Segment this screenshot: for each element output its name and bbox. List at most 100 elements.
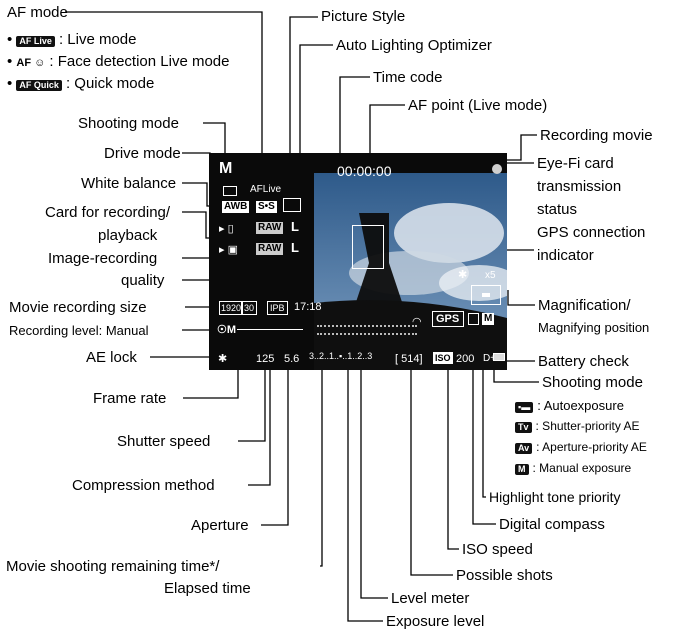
label-possible-shots: Possible shots <box>456 567 553 584</box>
fps-icon: 30 <box>241 301 258 315</box>
af-face-text: : Face detection Live mode <box>49 53 230 70</box>
m-mode-key-icon: M <box>515 464 529 475</box>
af-quick-key-icon: AF Quick <box>16 80 62 91</box>
af-point-frame <box>352 225 384 269</box>
level-meter-l <box>317 325 417 329</box>
label-rec-level: Recording level: Manual <box>9 323 149 338</box>
auto-exposure-text: : Autoexposure <box>537 398 624 413</box>
label-compression: Compression method <box>72 477 215 494</box>
label-gps-1: GPS connection <box>537 224 646 241</box>
scene-photo <box>209 153 507 370</box>
level-meter-r <box>317 333 417 337</box>
label-frame-rate: Frame rate <box>93 390 167 407</box>
manual-exposure-text: : Manual exposure <box>532 461 632 475</box>
label-shooting-mode-bottom: Shooting mode <box>542 374 643 391</box>
af-quick-text: : Quick mode <box>65 75 155 92</box>
label-time-code: Time code <box>373 69 443 86</box>
label-white-balance: White balance <box>81 175 177 192</box>
battery-icon <box>493 353 505 361</box>
compass-icon <box>468 313 479 325</box>
label-eye-fi-2: transmission <box>537 178 622 195</box>
label-drive-mode: Drive mode <box>104 145 181 162</box>
card-1-icon: ▸ ▯ <box>219 223 234 235</box>
lr-label <box>309 325 314 335</box>
mode-av-row: Av: Aperture-priority AE <box>515 439 647 456</box>
recording-dot-icon <box>492 164 502 174</box>
tv-mode-key-icon: Tv <box>515 422 532 433</box>
gps-label: GPS <box>436 313 460 325</box>
label-magnification-1: Magnification/ <box>538 297 631 314</box>
af-mode-face-row: • AF ☺: Face detection Live mode <box>7 53 230 70</box>
ae-lock-icon: ✱ <box>218 353 228 365</box>
picture-style-icon: S•S <box>256 201 277 213</box>
aperture-value: 5.6 <box>284 353 300 365</box>
label-battery: Battery check <box>538 353 629 370</box>
av-ae-text: : Aperture-priority AE <box>536 440 647 454</box>
gps-box <box>432 311 464 327</box>
magnify-position-box <box>471 285 501 305</box>
d-plus-icon: D+ <box>483 353 497 364</box>
camera-lcd-screen: M 00:00:00 AFLive AWB S•S ▸ ▯ RAW L ▸ ▣ … <box>209 153 507 370</box>
label-picture-style: Picture Style <box>321 8 406 25</box>
raw-1-icon: RAW <box>256 222 284 234</box>
quality-l1: L <box>291 219 299 234</box>
wb-awb-icon: AWB <box>222 201 250 213</box>
mode-tv-row: Tv: Shutter-priority AE <box>515 418 640 435</box>
iso-value: 200 <box>456 353 475 365</box>
possible-shots: [ 514] <box>395 353 423 365</box>
mode-auto-row: ▪▬: Autoexposure <box>515 397 624 414</box>
label-quality-1: Image-recording <box>48 250 158 267</box>
label-gps-2: indicator <box>537 247 594 264</box>
label-quality-2: quality <box>121 272 165 289</box>
timecode: 00:00:00 <box>337 163 392 179</box>
label-digital-compass: Digital compass <box>499 516 605 533</box>
rec-level-slider <box>237 329 303 330</box>
label-shooting-mode-top: Shooting mode <box>78 115 179 132</box>
label-eye-fi-3: status <box>537 201 578 218</box>
label-movie-size: Movie recording size <box>9 299 147 316</box>
magnification-star: ✱ <box>458 269 468 281</box>
eye-fi-icon: ◠ <box>412 316 422 328</box>
av-mode-key-icon: Av <box>515 443 533 454</box>
quality-l2: L <box>291 240 299 255</box>
label-card-1: Card for recording/ <box>45 204 171 221</box>
label-remaining-2: Elapsed time <box>164 580 251 597</box>
label-aperture: Aperture <box>191 517 249 534</box>
iso-icon: ISO <box>433 352 453 364</box>
label-af-point: AF point (Live mode) <box>408 97 548 114</box>
magnification-x: x5 <box>485 270 496 281</box>
label-eye-fi-1: Eye-Fi card <box>537 155 614 172</box>
af-mode-live-row: • AF Live: Live mode <box>7 31 137 48</box>
raw-2-icon: RAW <box>256 243 284 255</box>
label-remaining-1: Movie shooting remaining time*/ <box>6 558 220 575</box>
mode-m-row: M: Manual exposure <box>515 460 631 477</box>
movie-mode-icon: M <box>482 313 495 325</box>
label-af-mode: AF mode <box>7 4 68 21</box>
af-face-key-icon: AF ☺ <box>16 57 46 69</box>
drive-mode-icon <box>223 186 237 196</box>
label-card-2: playback <box>98 227 158 244</box>
auto-mode-key-icon: ▪▬ <box>515 402 534 413</box>
label-magnification-2: Magnifying position <box>538 320 650 335</box>
tv-ae-text: : Shutter-priority AE <box>535 419 640 433</box>
label-ae-lock: AE lock <box>86 349 137 366</box>
shutter-value: 125 <box>256 353 275 365</box>
movie-size-icon: 1920 <box>219 301 244 315</box>
label-recording-movie: Recording movie <box>540 127 653 144</box>
rec-time: 17:18 <box>294 301 322 313</box>
magnify-marker <box>482 293 490 297</box>
exposure-scale: 3..2..1..▪..1..2..3 <box>309 351 373 361</box>
label-iso-speed: ISO speed <box>462 541 533 558</box>
label-exposure-level: Exposure level <box>386 613 485 630</box>
af-mode-quick-row: • AF Quick: Quick mode <box>7 75 155 92</box>
picture-style-box-icon <box>283 198 301 212</box>
af-live-key-icon: AF Live <box>16 36 55 47</box>
label-highlight-tone: Highlight tone priority <box>489 489 621 505</box>
af-live-text: : Live mode <box>58 31 137 48</box>
card-2-icon: ▸ ▣ <box>219 244 238 256</box>
rec-level-icon: ☉M <box>217 324 237 336</box>
label-level-meter: Level meter <box>391 590 470 607</box>
ipb-icon: IPB <box>267 301 288 315</box>
shooting-mode-m: M <box>219 160 233 177</box>
label-auto-lighting: Auto Lighting Optimizer <box>336 37 492 54</box>
